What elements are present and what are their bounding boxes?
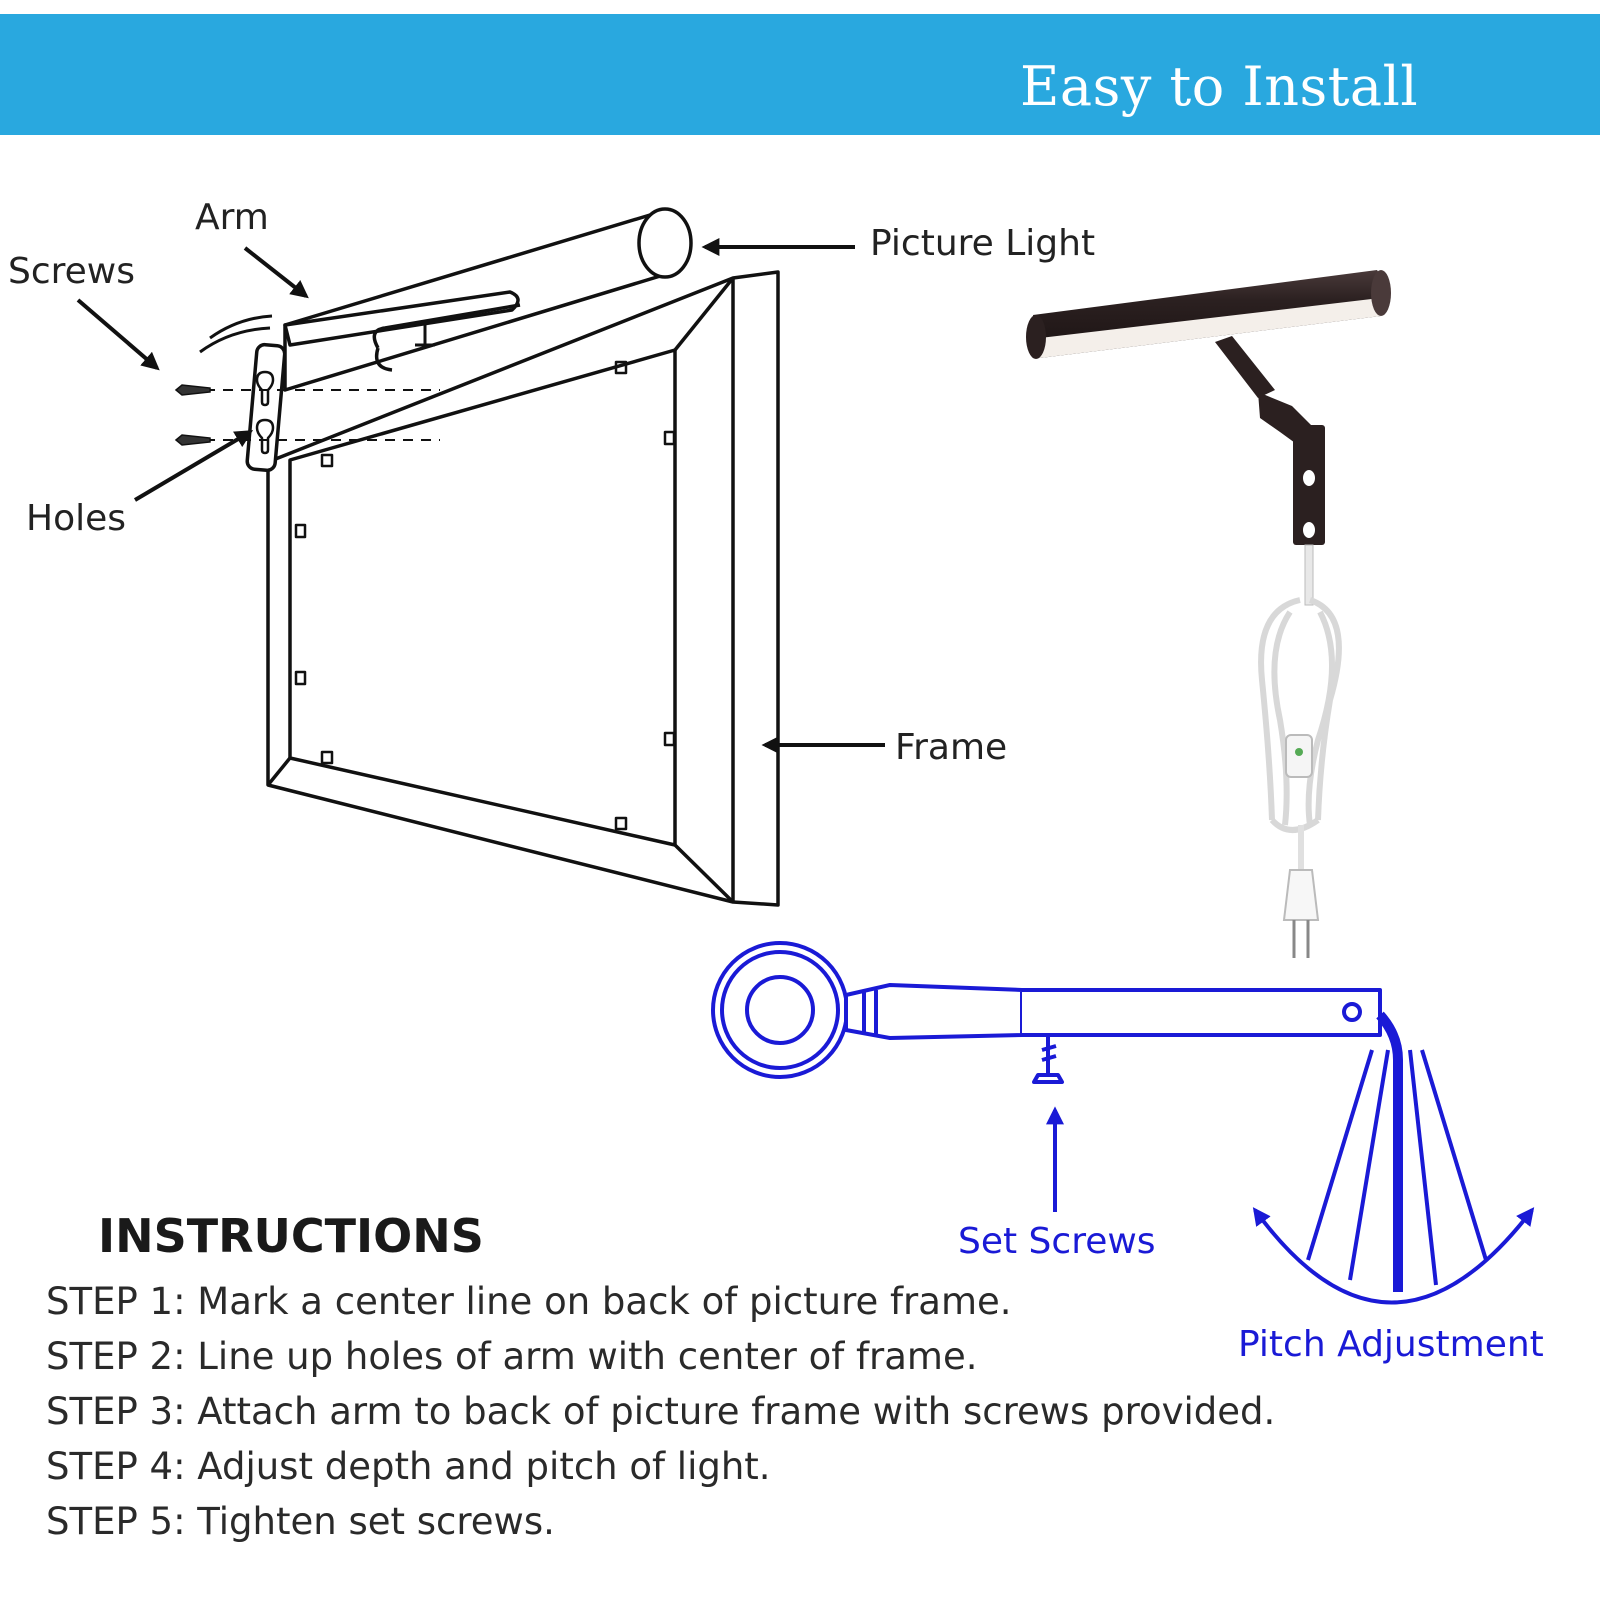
plug-icon (1282, 869, 1320, 958)
instruction-step: STEP 4: Adjust depth and pitch of light. (46, 1445, 771, 1488)
picture-frame-drawing (266, 270, 780, 907)
picture-light-product-photo (1026, 270, 1391, 958)
blue-arm-diagram (711, 941, 1403, 1292)
label-screws: Screws (8, 251, 136, 292)
label-picture-light: Picture Light (870, 223, 1096, 264)
label-arm: Arm (195, 197, 269, 238)
header-banner: Easy to Install (0, 14, 1600, 135)
instruction-step: STEP 3: Attach arm to back of picture fr… (46, 1390, 1276, 1433)
coiled-cord (1258, 597, 1342, 833)
label-frame: Frame (895, 727, 1008, 768)
instruction-step: STEP 5: Tighten set screws. (46, 1500, 555, 1543)
label-set-screws: Set Screws (958, 1221, 1156, 1262)
label-pitch-adjustment: Pitch Adjustment (1238, 1324, 1544, 1365)
arc-arrow-icon (1252, 1207, 1535, 1305)
arm-and-light-drawing (199, 207, 693, 473)
banner-title: Easy to Install (1020, 55, 1419, 118)
instructions-heading: INSTRUCTIONS (98, 1209, 484, 1263)
label-holes: Holes (26, 498, 127, 539)
screw-icon (174, 384, 211, 446)
instruction-step: STEP 2: Line up holes of arm with center… (46, 1335, 978, 1378)
instruction-step: STEP 1: Mark a center line on back of pi… (46, 1280, 1012, 1323)
instruction-steps-list: STEP 1: Mark a center line on back of pi… (46, 1274, 1275, 1549)
arrow-icon (76, 238, 885, 754)
